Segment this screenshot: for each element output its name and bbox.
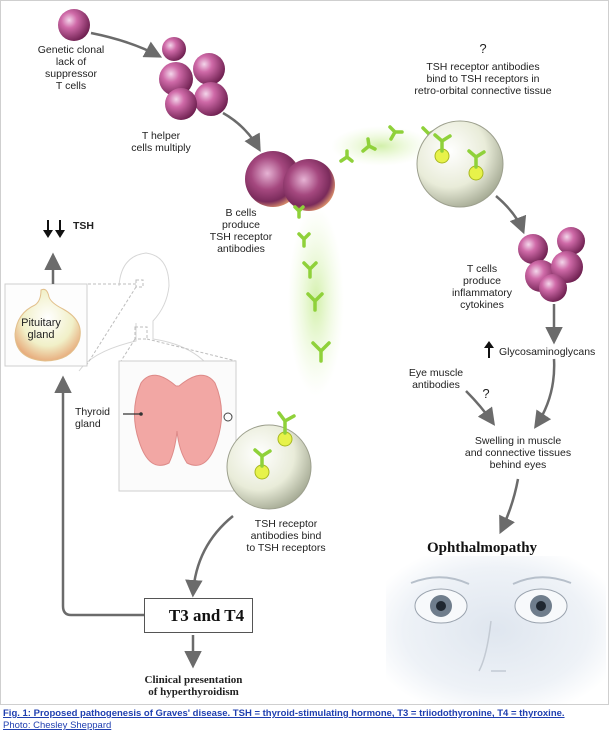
label-genetic-clonal: Genetic clonal lack of suppressor T cell… (37, 44, 105, 92)
label-ophthalmopathy: Ophthalmopathy (427, 540, 538, 556)
b-cells (245, 151, 335, 211)
arrow-thelper-to-bcells (222, 111, 261, 153)
label-clinical-presentation: Clinical presentation of hyperthyroidism (144, 674, 243, 698)
thyroid-panel (118, 360, 237, 492)
arrow-receptor-to-t3t4 (185, 515, 234, 598)
label-tsh: TSH (73, 220, 94, 232)
label-eye-muscle-antibodies: Eye muscle antibodies (408, 367, 464, 391)
figure-caption: Fig. 1: Proposed pathogenesis of Graves'… (3, 708, 609, 732)
label-tsh-ab-retro: TSH receptor antibodies bind to TSH rece… (414, 61, 552, 97)
label-t-helper: T helper cells multiply (131, 130, 191, 154)
label-thyroid-gland: Thyroid gland (75, 406, 111, 430)
t3-t4-box: T3 and T4 (144, 598, 253, 633)
arrow-glycos-to-swelling (534, 358, 556, 429)
callout-lines (85, 279, 237, 367)
t-helper-cell-cluster (159, 37, 228, 120)
antibody-glow-top (331, 126, 431, 166)
figure: Genetic clonal lack of suppressor T cell… (0, 0, 609, 705)
arrow-sphere-to-tcells (495, 195, 527, 235)
pathogenesis-diagram (4, 9, 606, 704)
t-cell-cluster (518, 227, 585, 302)
arrow-eye-ab-to-swelling (465, 390, 496, 426)
glycos-up-arrowhead-icon (484, 341, 494, 348)
label-t3-t4: T3 and T4 (168, 605, 245, 625)
label-t-cells: T cells produce inflammatory cytokines (451, 263, 513, 311)
retro-orbital-tissue-sphere (416, 120, 504, 208)
label-swelling: Swelling in muscle and connective tissue… (464, 435, 572, 471)
label-question-top: ? (479, 41, 487, 56)
suppressor-t-cell (58, 9, 90, 41)
label-question-mid: ? (482, 386, 490, 401)
caption-credit-link[interactable]: Photo: Chesley Sheppard (3, 720, 112, 731)
pituitary-panel (4, 283, 88, 367)
caption-title-link[interactable]: Fig. 1: Proposed pathogenesis of Graves'… (3, 708, 565, 719)
thyroid-receptor-sphere (226, 411, 312, 510)
label-tsh-ab-thyroid: TSH receptor antibodies bind to TSH rece… (246, 518, 326, 554)
arrow-genetic-to-thelper (90, 31, 163, 58)
arrow-swelling-to-ophthalmopathy (499, 478, 520, 535)
arrow-t3t4-to-pituitary (54, 375, 144, 617)
eyes-illustration (386, 556, 606, 704)
tsh-down-arrows-icon (43, 220, 65, 238)
label-b-cells: B cells produce TSH receptor antibodies (209, 207, 273, 255)
body-outline (78, 252, 220, 382)
label-glycosaminoglycans: Glycosaminoglycans (499, 346, 596, 358)
label-pituitary-gland: Pituitary gland (21, 317, 61, 341)
